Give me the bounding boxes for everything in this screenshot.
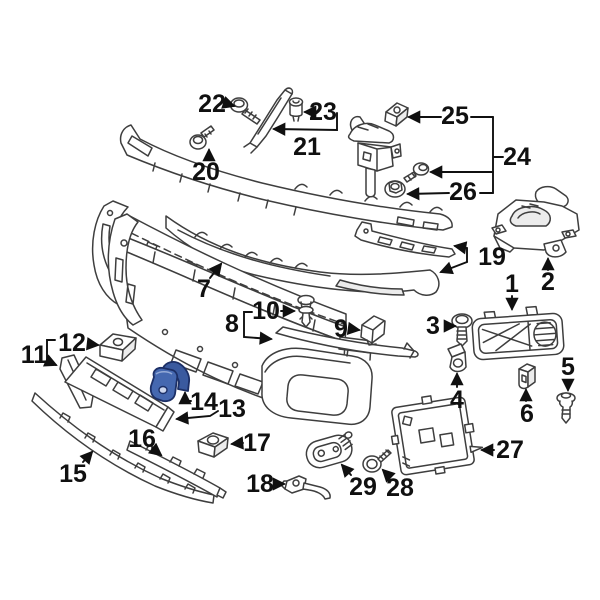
part-9-clip[interactable] bbox=[360, 315, 386, 346]
callout-14[interactable]: 14 bbox=[190, 388, 218, 416]
part-22-screw[interactable] bbox=[229, 97, 261, 125]
callout-8[interactable]: 8 bbox=[225, 310, 239, 338]
leader-21 bbox=[272, 112, 338, 136]
callout-9[interactable]: 9 bbox=[334, 315, 348, 343]
leader-24-spine bbox=[492, 116, 504, 194]
part-8-bumper-molding[interactable] bbox=[275, 326, 419, 359]
callout-22[interactable]: 22 bbox=[198, 90, 226, 118]
part-6-clip[interactable] bbox=[518, 363, 536, 390]
part-14-tow-hook-cover-highlighted[interactable] bbox=[149, 361, 191, 403]
part-17-clip-nut[interactable] bbox=[197, 432, 229, 458]
leader-11 bbox=[42, 339, 58, 367]
part-21-side-bracket[interactable] bbox=[243, 87, 294, 154]
part-29-sensor-bracket[interactable] bbox=[303, 431, 358, 471]
part-2-fog-lamp-bracket[interactable] bbox=[491, 185, 580, 258]
callout-17[interactable]: 17 bbox=[243, 429, 271, 457]
part-25-clip[interactable] bbox=[384, 102, 409, 127]
part-20-screw[interactable] bbox=[189, 125, 215, 150]
leader-9 bbox=[346, 321, 361, 335]
leader-14 bbox=[178, 391, 192, 405]
leader-7 bbox=[208, 262, 223, 279]
part-7-valance-strip[interactable] bbox=[165, 215, 440, 296]
callout-18[interactable]: 18 bbox=[246, 470, 274, 498]
callout-23[interactable]: 23 bbox=[309, 98, 337, 126]
part-5-screw[interactable] bbox=[556, 392, 576, 424]
part-10-push-pin[interactable] bbox=[297, 294, 315, 328]
callout-26[interactable]: 26 bbox=[449, 178, 477, 206]
callout-20[interactable]: 20 bbox=[192, 158, 220, 186]
callout-21[interactable]: 21 bbox=[293, 133, 321, 161]
callout-25[interactable]: 25 bbox=[441, 102, 469, 130]
leader-12 bbox=[86, 337, 100, 351]
callout-2[interactable]: 2 bbox=[541, 268, 555, 296]
callout-13[interactable]: 13 bbox=[218, 395, 246, 423]
leader-13 bbox=[175, 410, 219, 425]
leader-lines bbox=[42, 96, 575, 491]
part-18-bracket[interactable] bbox=[280, 475, 331, 500]
callout-28[interactable]: 28 bbox=[386, 474, 414, 502]
part-28-screw[interactable] bbox=[362, 449, 392, 473]
leader-22 bbox=[221, 96, 236, 109]
part-24-support-bracket[interactable] bbox=[347, 115, 402, 198]
callout-15[interactable]: 15 bbox=[59, 460, 87, 488]
part-3-screw[interactable] bbox=[451, 313, 473, 347]
callout-19[interactable]: 19 bbox=[478, 243, 506, 271]
callout-1[interactable]: 1 bbox=[505, 270, 519, 298]
part-26-bolt[interactable] bbox=[403, 162, 430, 183]
leader-16 bbox=[147, 442, 163, 457]
leader-29 bbox=[340, 463, 355, 478]
part-13-grille-insert[interactable] bbox=[64, 356, 175, 432]
part-12-clip[interactable] bbox=[99, 333, 137, 362]
callout-27[interactable]: 27 bbox=[496, 436, 524, 464]
part-15-lower-trim-strip[interactable] bbox=[31, 392, 215, 504]
leader-26 bbox=[408, 193, 494, 194]
part-27-license-plate-bracket[interactable] bbox=[386, 389, 485, 480]
part-main-bumper-face-bar[interactable] bbox=[107, 213, 373, 426]
callout-10[interactable]: 10 bbox=[252, 297, 280, 325]
part-4-bracket[interactable] bbox=[447, 343, 467, 373]
callout-16[interactable]: 16 bbox=[128, 425, 156, 453]
part-upper-valance-panel[interactable] bbox=[119, 124, 453, 231]
part-26-nut[interactable] bbox=[384, 180, 406, 198]
callout-29[interactable]: 29 bbox=[349, 473, 377, 501]
leader-15 bbox=[79, 450, 94, 465]
callout-11[interactable]: 11 bbox=[21, 341, 48, 369]
leader-17 bbox=[230, 436, 244, 450]
leader-8 bbox=[243, 311, 273, 345]
part-1-fog-lamp[interactable] bbox=[471, 305, 565, 361]
callout-12[interactable]: 12 bbox=[58, 329, 86, 357]
part-23-clip[interactable] bbox=[288, 97, 304, 122]
callout-4[interactable]: 4 bbox=[450, 386, 464, 414]
callout-3[interactable]: 3 bbox=[426, 312, 440, 340]
leader-28 bbox=[381, 468, 396, 483]
leader-19b bbox=[439, 261, 468, 275]
callout-7[interactable]: 7 bbox=[197, 275, 211, 303]
leader-19a bbox=[453, 241, 468, 263]
callout-5[interactable]: 5 bbox=[561, 353, 575, 381]
callout-24[interactable]: 24 bbox=[503, 143, 531, 171]
callout-6[interactable]: 6 bbox=[520, 400, 534, 428]
